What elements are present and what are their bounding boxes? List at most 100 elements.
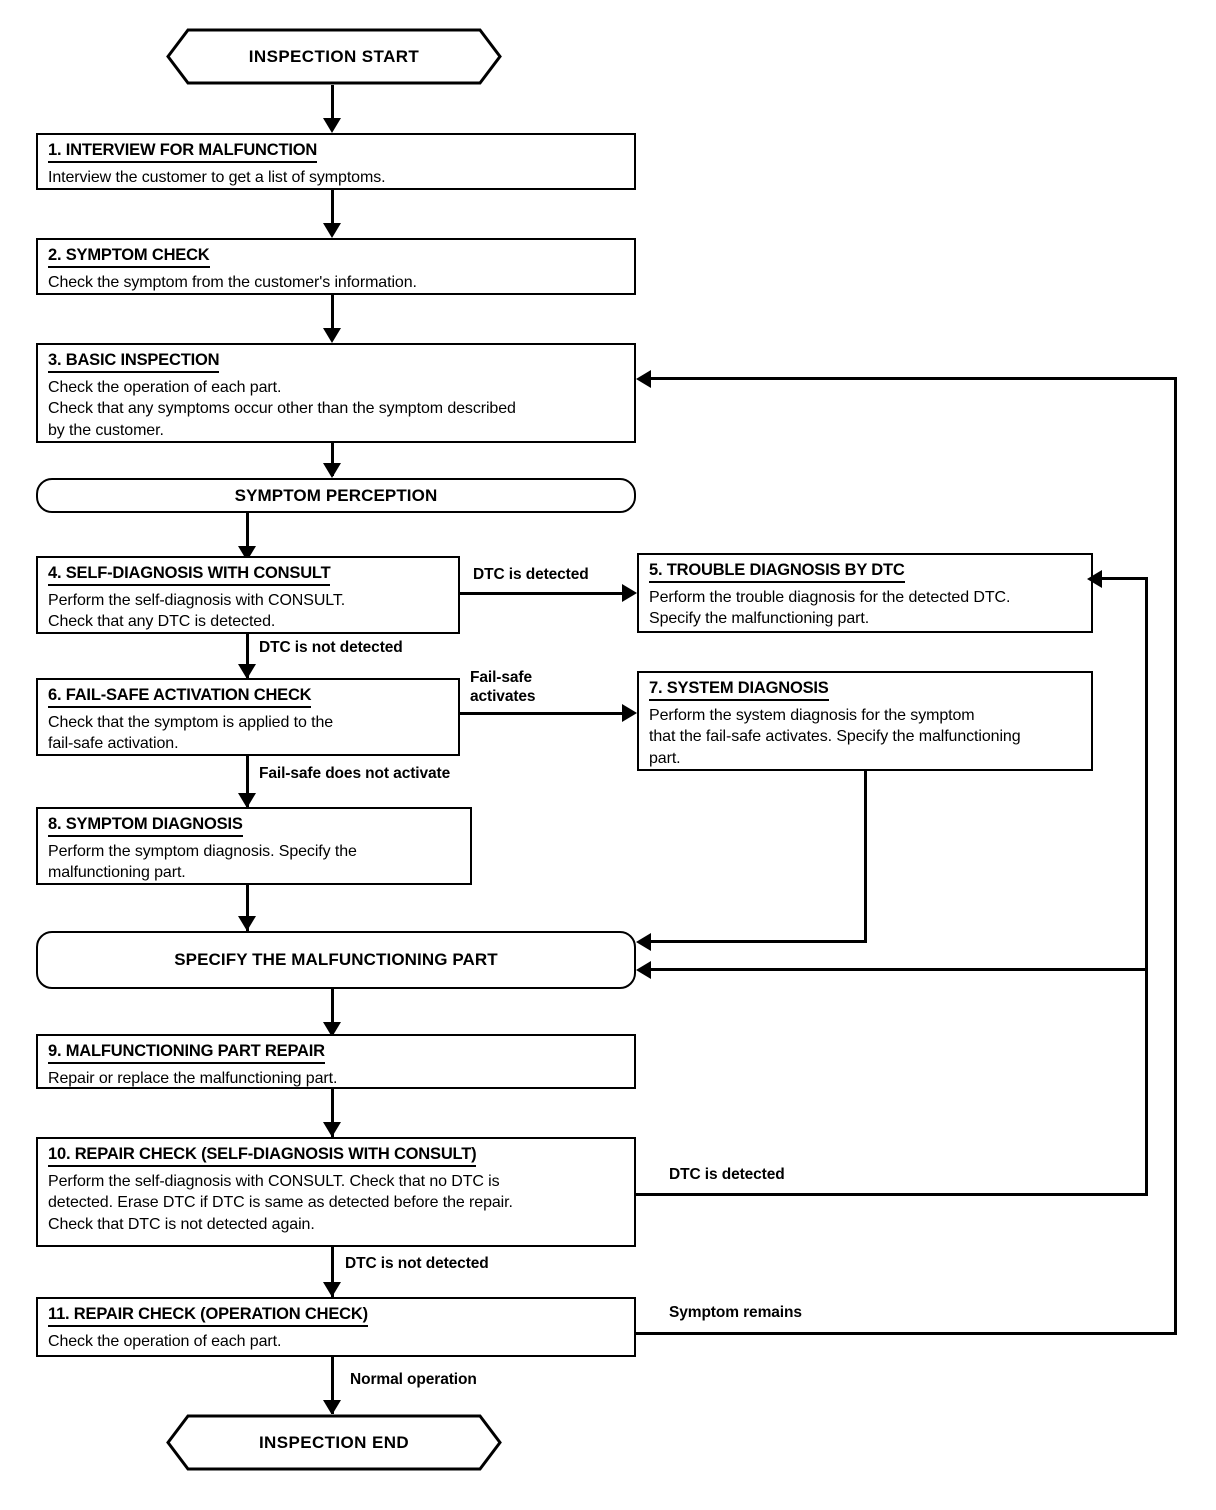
symptom-perception-label: SYMPTOM PERCEPTION — [234, 485, 438, 505]
specify-part-label: SPECIFY THE MALFUNCTIONING PART — [174, 950, 498, 969]
step-box-8-symptom-diagnosis: 8. SYMPTOM DIAGNOSIS Perform the symptom… — [36, 807, 472, 885]
step-11-line-1: Check the operation of each part. — [48, 1333, 282, 1350]
step-box-9-malfunctioning-part-repair: 9. MALFUNCTIONING PART REPAIR Repair or … — [36, 1034, 636, 1089]
arrowhead-step5-to-specify-part — [636, 961, 651, 979]
terminator-end-label: INSPECTION END — [258, 1432, 410, 1452]
step-5-title: 5. TROUBLE DIAGNOSIS BY DTC — [649, 561, 905, 583]
connector-step7-to-specify-part — [651, 940, 867, 943]
connector-step10-up-to-step5 — [1145, 596, 1148, 1196]
connector-step11-to-end — [331, 1357, 334, 1415]
step-2-line-1: Check the symptom from the customer's in… — [48, 274, 417, 291]
step-1-title: 1. INTERVIEW FOR MALFUNCTION — [48, 141, 317, 163]
connector-step6-to-step7 — [460, 712, 625, 715]
arrowhead-step6-to-step7 — [622, 704, 637, 722]
step-6-title: 6. FAIL-SAFE ACTIVATION CHECK — [48, 686, 312, 708]
arrowhead-step8-to-specify-part — [238, 916, 256, 931]
connector-symptom-remains-up — [1174, 377, 1177, 1335]
step-7-line-1: Perform the system diagnosis for the sym… — [649, 707, 975, 724]
hexagon-shape-end — [166, 1414, 502, 1471]
step-9-title: 9. MALFUNCTIONING PART REPAIR — [48, 1042, 325, 1064]
step-box-10-repair-check-self-diagnosis: 10. REPAIR CHECK (SELF-DIAGNOSIS WITH CO… — [36, 1137, 636, 1247]
step-10-body: Perform the self-diagnosis with CONSULT.… — [48, 1171, 624, 1235]
edge-label-symptom-remains: Symptom remains — [669, 1304, 802, 1321]
step-1-body: Interview the customer to get a list of … — [48, 167, 624, 188]
step-8-line-1: Perform the symptom diagnosis. Specify t… — [48, 843, 357, 860]
step-7-line-2: that the fail-safe activates. Specify th… — [649, 728, 1021, 746]
arrowhead-step3-to-symptom-perception — [323, 463, 341, 478]
edge-label-dtc-detected-step4: DTC is detected — [473, 566, 589, 583]
arrowhead-step4-to-step5 — [622, 584, 637, 602]
connector-step3-to-symptom-perception — [331, 443, 334, 476]
connector-step11-symptom-remains — [636, 1332, 1177, 1335]
connector-step4-to-step5 — [460, 592, 625, 595]
edge-label-dtc-detected-step10: DTC is detected — [669, 1166, 785, 1183]
connector-step7-down — [864, 771, 867, 943]
step-10-line-3: Check that DTC is not detected again. — [48, 1215, 315, 1233]
step-3-title: 3. BASIC INSPECTION — [48, 351, 220, 373]
edge-label-failsafe-activates: Fail-safe activates — [470, 668, 536, 707]
step-3-line-2: Check that any symptoms occur other than… — [48, 400, 516, 418]
connector-symptom-perception-to-step4 — [246, 513, 249, 551]
arrowhead-step10-to-step11 — [323, 1282, 341, 1297]
step-box-2-symptom-check: 2. SYMPTOM CHECK Check the symptom from … — [36, 238, 636, 295]
arrowhead-start-to-step1 — [323, 118, 341, 133]
step-box-4-self-diagnosis-with-consult: 4. SELF-DIAGNOSIS WITH CONSULT Perform t… — [36, 556, 460, 634]
arrowhead-step4-to-step6 — [238, 664, 256, 679]
step-box-5-trouble-diagnosis-by-dtc: 5. TROUBLE DIAGNOSIS BY DTC Perform the … — [637, 553, 1093, 633]
edge-label-failsafe-activates-line2: activates — [470, 688, 536, 706]
step-3-line-3: by the customer. — [48, 421, 164, 439]
arrowhead-step6-to-step8 — [238, 793, 256, 808]
edge-label-failsafe-activates-line1: Fail-safe — [470, 669, 532, 686]
connector-into-step3-horizontal — [651, 377, 1177, 380]
step-6-line-2: fail-safe activation. — [48, 735, 179, 753]
connector-specify-part-to-step9 — [331, 989, 334, 1034]
connector-step10-to-step11 — [331, 1247, 334, 1297]
step-7-title: 7. SYSTEM DIAGNOSIS — [649, 679, 829, 701]
step-2-body: Check the symptom from the customer's in… — [48, 272, 624, 293]
stadium-specify-malfunctioning-part: SPECIFY THE MALFUNCTIONING PART — [36, 931, 636, 989]
step-box-3-basic-inspection: 3. BASIC INSPECTION Check the operation … — [36, 343, 636, 443]
edge-label-failsafe-does-not-activate: Fail-safe does not activate — [259, 765, 451, 782]
step-4-line-1: Perform the self-diagnosis with CONSULT. — [48, 592, 346, 609]
connector-into-step5-horizontal — [1100, 577, 1148, 580]
connector-step4-to-step6 — [246, 634, 249, 679]
step-2-title: 2. SYMPTOM CHECK — [48, 246, 210, 268]
connector-step5-to-specify-part — [651, 968, 1148, 971]
step-3-line-1: Check the operation of each part. — [48, 379, 282, 396]
connector-step1-to-step2 — [331, 190, 334, 228]
step-7-line-3: part. — [649, 749, 681, 767]
step-box-6-fail-safe-activation-check: 6. FAIL-SAFE ACTIVATION CHECK Check that… — [36, 678, 460, 756]
arrowhead-step1-to-step2 — [323, 223, 341, 238]
arrowhead-step7-to-specify-part — [636, 933, 651, 951]
step-1-line-1: Interview the customer to get a list of … — [48, 169, 386, 186]
connector-step6-to-step8 — [246, 756, 249, 808]
arrowhead-into-step3 — [636, 370, 651, 388]
arrowhead-step11-to-end — [323, 1400, 341, 1415]
step-10-title: 10. REPAIR CHECK (SELF-DIAGNOSIS WITH CO… — [48, 1145, 477, 1167]
step-11-title: 11. REPAIR CHECK (OPERATION CHECK) — [48, 1305, 368, 1327]
step-box-11-repair-check-operation-check: 11. REPAIR CHECK (OPERATION CHECK) Check… — [36, 1297, 636, 1357]
connector-start-to-step1 — [331, 85, 334, 123]
connector-step10-dtc-detected — [636, 1193, 1148, 1196]
step-box-1-interview-for-malfunction: 1. INTERVIEW FOR MALFUNCTION Interview t… — [36, 133, 636, 190]
arrowhead-into-step5 — [1087, 570, 1102, 588]
hexagon-shape — [166, 28, 502, 85]
terminator-inspection-start: INSPECTION START — [166, 28, 502, 85]
step-4-body: Perform the self-diagnosis with CONSULT.… — [48, 590, 448, 633]
step-3-body: Check the operation of each part. Check … — [48, 377, 624, 441]
step-8-line-2: malfunctioning part. — [48, 864, 186, 882]
step-5-line-2: Specify the malfunctioning part. — [649, 610, 870, 628]
step-7-body: Perform the system diagnosis for the sym… — [649, 705, 1081, 769]
connector-step2-to-step3 — [331, 295, 334, 333]
arrowhead-step9-to-step10 — [323, 1122, 341, 1137]
terminator-start-label: INSPECTION START — [248, 46, 420, 66]
step-11-body: Check the operation of each part. — [48, 1331, 624, 1352]
connector-step5-entry-riser — [1145, 577, 1148, 599]
step-10-line-1: Perform the self-diagnosis with CONSULT.… — [48, 1173, 500, 1190]
step-4-line-2: Check that any DTC is detected. — [48, 613, 276, 631]
connector-step8-to-specify-part — [246, 885, 249, 933]
step-10-line-2: detected. Erase DTC if DTC is same as de… — [48, 1194, 513, 1212]
edge-label-dtc-not-detected-step4: DTC is not detected — [259, 639, 403, 656]
terminator-inspection-end: INSPECTION END — [166, 1414, 502, 1471]
